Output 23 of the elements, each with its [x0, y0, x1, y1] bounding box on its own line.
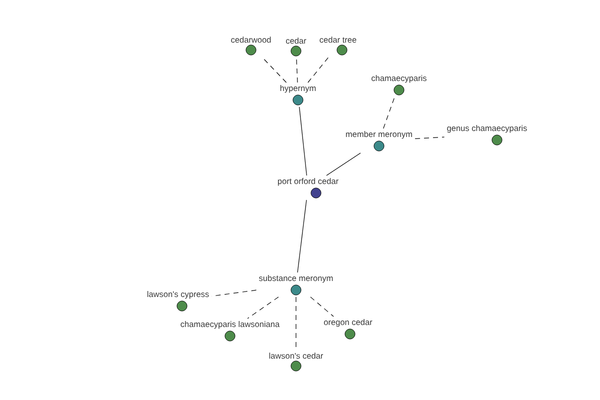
node-label: chamaecyparis lawsoniana: [180, 321, 280, 329]
connector-line: [308, 56, 330, 83]
connector-line: [247, 296, 279, 319]
node-label: hypernym: [280, 85, 316, 93]
node-label: lawson's cypress: [147, 291, 209, 299]
connector-line: [299, 106, 307, 176]
node-label: port orford cedar: [278, 178, 338, 186]
node-label: substance meronym: [259, 275, 333, 283]
connector-line: [383, 96, 395, 129]
node-label: lawson's cedar: [269, 352, 324, 359]
node-label: member meronym: [346, 131, 412, 139]
connector-line: [414, 136, 445, 140]
connector-line: [310, 296, 334, 317]
node-label: cedar: [286, 38, 306, 44]
connector-line: [297, 200, 307, 273]
node-label: cedar tree: [320, 36, 356, 43]
node-label: chamaecyparis: [372, 75, 426, 83]
connector-line: [262, 56, 287, 83]
connector-line: [326, 152, 361, 176]
connector-line: [296, 58, 298, 83]
node-label: cedarwood: [231, 36, 271, 43]
node-label: oregon cedar: [324, 319, 372, 327]
node-label: genus chamaecyparis: [447, 125, 527, 133]
